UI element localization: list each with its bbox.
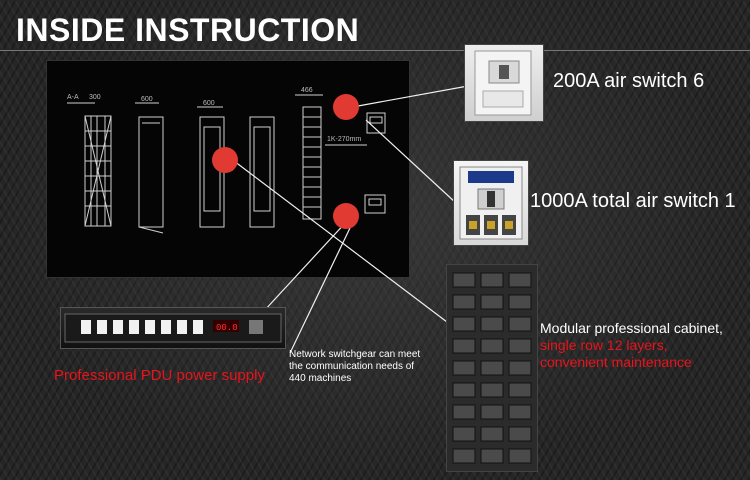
cad-label-600a: 600 [141,96,153,103]
cabinet-line-1: Modular professional cabinet, [540,320,723,336]
network-line-1: Network switchgear can meet [289,349,421,360]
pdu-readout: 00.0 [216,323,238,333]
title-divider [0,50,750,51]
network-line-2: the communication needs of [289,361,415,372]
cad-label-600b: 600 [203,100,215,107]
pdu-photo: 00.0 [60,307,286,349]
network-line-3: 440 machines [289,373,352,384]
marker-dot-network [333,203,359,229]
caption-network-switchgear: Network switchgear can meet the communic… [289,349,420,385]
cad-label-depth: 1K-270mm [327,136,361,143]
caption-total-switch: 1000A total air switch 1 [530,190,736,212]
marker-dot-cabinet [212,147,238,173]
total-air-switch-photo [453,160,529,246]
marker-dot-air-switch [333,94,359,120]
cad-label-section: A-A [67,94,79,101]
air-switch-photo [464,44,544,122]
caption-pdu: Professional PDU power supply [54,367,265,384]
cabinet-line-2: single row 12 layers, [540,337,668,353]
cad-label-466: 466 [301,87,313,94]
cabinet-line-3: convenient maintenance [540,354,692,370]
page-title: INSIDE INSTRUCTION [16,12,360,48]
caption-cabinet: Modular professional cabinet, single row… [540,320,723,371]
cad-label-300: 300 [89,94,101,101]
cabinet-photo [446,264,538,472]
caption-air-switch: 200A air switch 6 [553,70,705,92]
